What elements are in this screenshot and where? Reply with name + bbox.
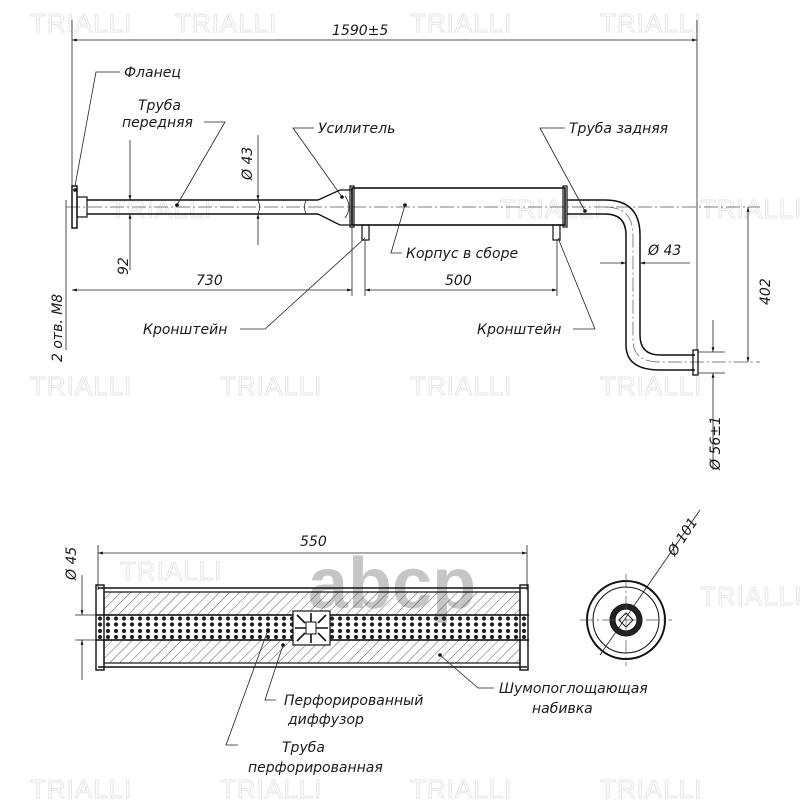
label-reinforcement: Усилитель (318, 121, 395, 137)
label-perforated-pipe: перфорированная (248, 760, 383, 776)
svg-text:TRIALLI: TRIALLI (410, 8, 512, 38)
bracket-right (552, 224, 561, 241)
label-rear-pipe: Труба задняя (569, 121, 668, 137)
svg-text:730: 730 (196, 273, 223, 289)
svg-text:TRIALLI: TRIALLI (700, 581, 800, 611)
label-bracket-right: Кронштейн (477, 322, 561, 338)
perforated-diffuser (292, 610, 331, 646)
watermarks: TRIALLI TRIALLI TRIALLI TRIALLI TRIALLI … (30, 8, 800, 800)
label-sound-absorbing-packing: Шумопоглощающая (499, 681, 648, 697)
outlet-diameter-text: Ø 56±1 (708, 416, 724, 471)
holes-text: 2 отв. M8 (50, 294, 66, 362)
svg-text:500: 500 (445, 273, 472, 289)
svg-text:TRIALLI: TRIALLI (220, 371, 322, 401)
svg-text:TRIALLI: TRIALLI (600, 8, 702, 38)
svg-text:TRIALLI: TRIALLI (410, 371, 512, 401)
rear-pipe (567, 199, 760, 376)
label-body-assembly: Корпус в сборе (406, 246, 518, 262)
label-perforated-diffuser: Перфорированный (284, 693, 423, 709)
front-pipe-diameter-text: Ø 43 (240, 147, 256, 181)
svg-text:TRIALLI: TRIALLI (175, 8, 277, 38)
svg-text:TRIALLI: TRIALLI (30, 8, 132, 38)
flange-offset-text: 92 (116, 257, 132, 275)
svg-text:TRIALLI: TRIALLI (600, 371, 702, 401)
svg-text:TRIALLI: TRIALLI (220, 774, 322, 800)
svg-text:диффузор: диффузор (287, 712, 364, 728)
svg-text:TRIALLI: TRIALLI (500, 194, 602, 224)
end-view: Ø 101 (580, 509, 701, 666)
svg-text:TRIALLI: TRIALLI (120, 556, 222, 586)
svg-text:Ø 43: Ø 43 (647, 243, 681, 259)
end-diameter-text: Ø 101 (664, 515, 701, 560)
svg-text:TRIALLI: TRIALLI (110, 194, 212, 224)
svg-text:Труба: Труба (138, 98, 181, 114)
outlet-flange (692, 349, 699, 376)
svg-text:набивка: набивка (532, 701, 593, 717)
bracket-left (361, 224, 370, 241)
svg-text:402: 402 (758, 278, 774, 305)
svg-text:550: 550 (300, 534, 327, 550)
section-view: 550 Ø 45 Ø 101 (64, 509, 701, 776)
front-pipe (87, 199, 318, 215)
svg-text:TRIALLI: TRIALLI (30, 774, 132, 800)
label-bracket-left: Кронштейн (143, 322, 227, 338)
label-flange: Фланец (124, 65, 181, 81)
svg-text:TRIALLI: TRIALLI (30, 371, 132, 401)
top-view: 1590±5 92 Ø 43 730 (50, 20, 774, 471)
svg-text:Труба: Труба (282, 740, 325, 756)
overall-length-text: 1590±5 (332, 23, 388, 39)
svg-text:TRIALLI: TRIALLI (410, 774, 512, 800)
reinforcement (317, 189, 353, 226)
svg-text:TRIALLI: TRIALLI (700, 194, 800, 224)
svg-text:TRIALLI: TRIALLI (600, 774, 702, 800)
label-front-pipe: передняя (122, 115, 193, 131)
muffler-body (351, 187, 566, 226)
inner-diameter-text: Ø 45 (64, 547, 80, 581)
